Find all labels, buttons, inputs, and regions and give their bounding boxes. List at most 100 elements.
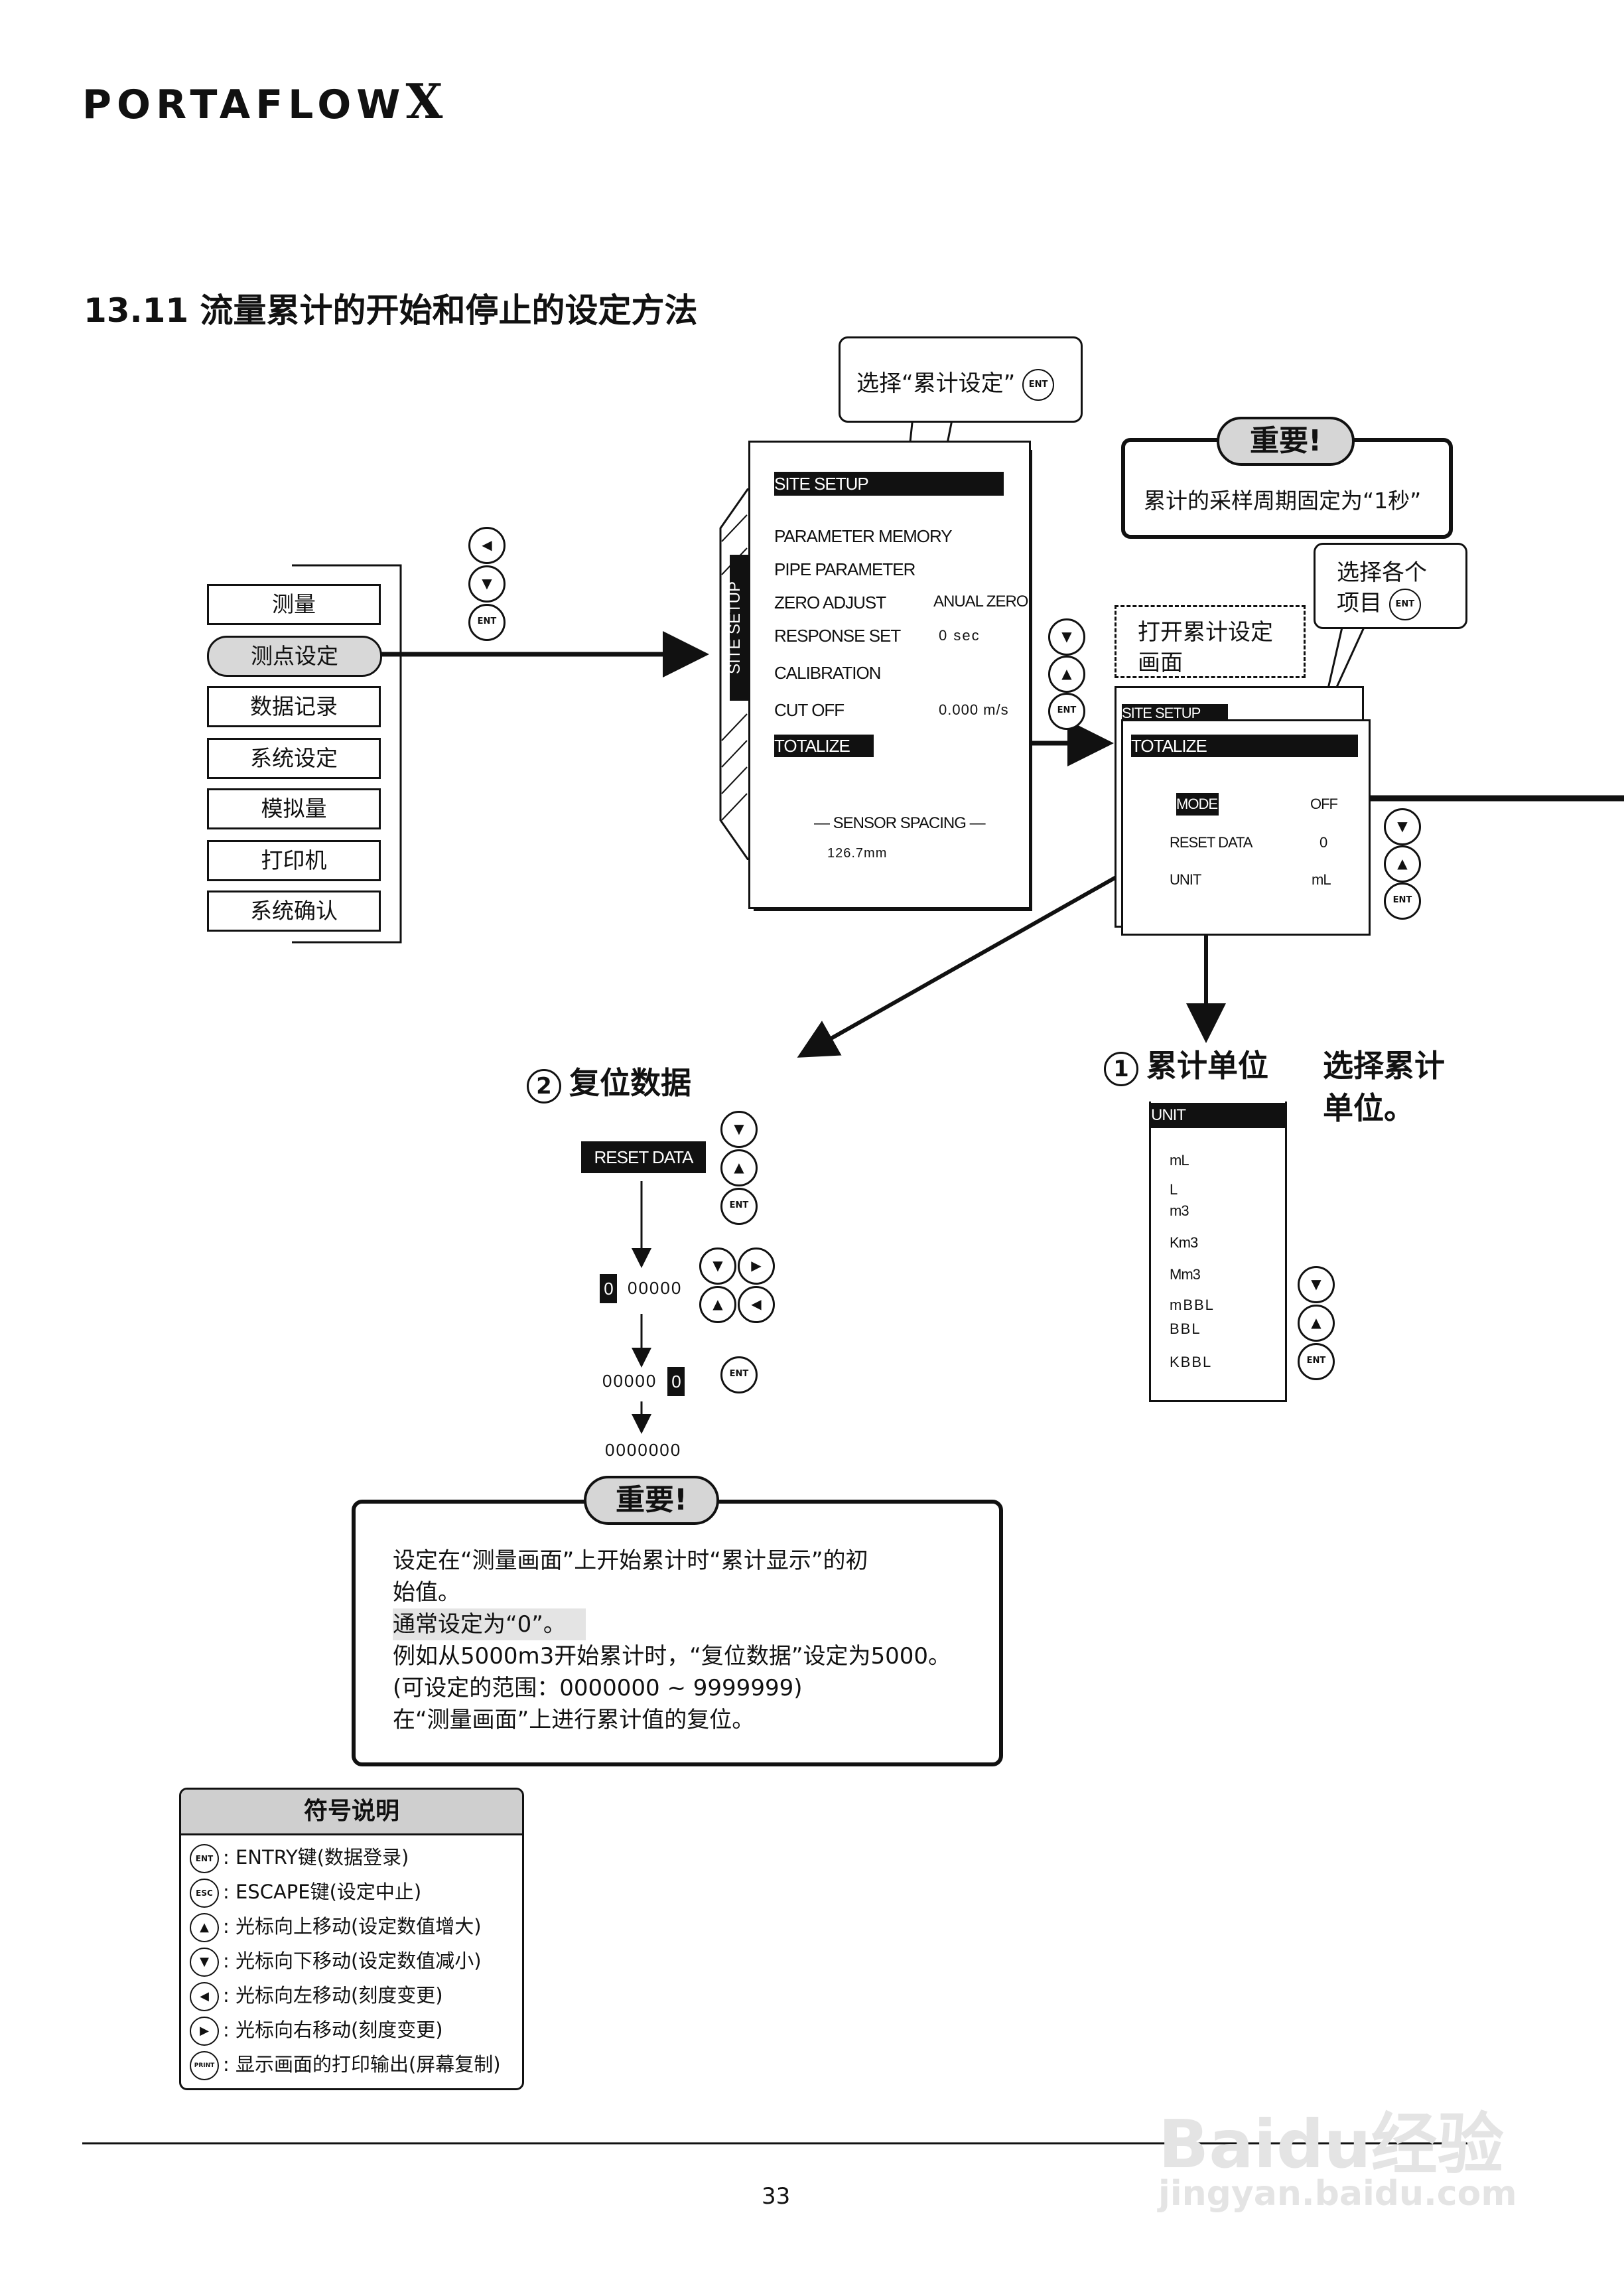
section1-desc-line2: 单位。 [1323,1090,1414,1126]
key-up-icon[interactable]: ▲ [699,1286,736,1323]
menu-item-system-check[interactable]: 系统确认 [207,891,381,932]
menu-bracket [292,564,402,944]
menu-item-measure[interactable]: 测量 [207,584,381,625]
section1-number: 1 [1104,1052,1138,1086]
legend-box: 符号说明 [179,1788,524,2090]
key-down-icon[interactable]: ▼ [720,1111,758,1148]
important-box-top: 累计的采样周期固定为“1秒” [1121,438,1453,539]
key-ent-icon[interactable]: ENT [1298,1343,1335,1380]
brand-logo: PORTAFLOWX [82,73,442,129]
totalize-panel: TOTALIZE MODE OFF RESET DATA 0 UNIT mL [1121,719,1371,936]
row-totalize[interactable]: TOTALIZE [774,735,874,757]
response-set-value: 0 sec [939,627,981,644]
key-ent-icon[interactable]: ENT [1384,883,1421,920]
row-zero-adjust[interactable]: ZERO ADJUST [774,593,886,612]
ent-key-icon: ENT [1388,588,1421,620]
callout-open-line2: 画面 [1138,650,1183,676]
row-cut-off[interactable]: CUT OFF [774,700,845,720]
mode-value: OFF [1310,796,1338,812]
esc-key-icon: ESC [190,1879,219,1908]
menu-item-data-log[interactable]: 数据记录 [207,686,381,727]
down-key-icon: ▼ [190,1948,219,1977]
unit-option-l[interactable]: L [1170,1181,1178,1198]
watermark-logo: Baidu经验 [1158,2105,1504,2183]
legend-item-up: ▲: 光标向上移动(设定数值增大) [190,1911,482,1942]
important-line-4: 例如从5000m3开始累计时，“复位数据”设定为5000。 [393,1643,951,1670]
unit-option-bbl[interactable]: BBL [1170,1320,1201,1337]
row-pipe-parameter[interactable]: PIPE PARAMETER [774,559,915,579]
key-down-icon[interactable]: ▼ [1384,808,1421,845]
unit-value: mL [1312,871,1331,888]
important-line-3: 通常设定为“0”。 [393,1608,586,1640]
cut-off-value: 0.000 m/s [939,701,1009,718]
legend-text: : 光标向左移动(刻度变更) [223,1984,443,2007]
key-left-icon[interactable]: ◀ [738,1286,775,1323]
row-calibration[interactable]: CALIBRATION [774,663,881,683]
section1-desc-line1: 选择累计 [1323,1048,1445,1084]
key-ent-icon[interactable]: ENT [1048,693,1085,730]
row-unit[interactable]: UNIT [1170,871,1201,888]
sensor-spacing-label: — SENSOR SPACING — [814,814,986,832]
unit-option-mm3[interactable]: Mm3 [1170,1266,1201,1283]
row-response-set[interactable]: RESPONSE SET [774,626,901,646]
important-line-1: 设定在“测量画面”上开始累计时“累计显示”的初 [393,1547,868,1574]
reset-data-header: RESET DATA [581,1141,706,1173]
menu-item-analog[interactable]: 模拟量 [207,788,381,829]
watermark-url: jingyan.baidu.com [1158,2174,1517,2214]
legend-text: : 光标向上移动(设定数值增大) [223,1915,482,1938]
reset-step2-digits: 00000 [602,1371,657,1391]
sensor-spacing-value: 126.7mm [827,846,888,861]
unit-option-ml[interactable]: mL [1170,1152,1189,1169]
key-up-icon[interactable]: ▲ [720,1149,758,1186]
callout-open-line1: 打开累计设定 [1138,619,1273,646]
key-up-icon[interactable]: ▲ [1384,845,1421,883]
legend-text: : ENTRY键(数据登录) [223,1846,409,1869]
key-ent-icon[interactable]: ENT [720,1188,758,1225]
section1-label: 累计单位 [1146,1048,1268,1084]
menu-item-system-setup[interactable]: 系统设定 [207,738,381,779]
row-parameter-memory[interactable]: PARAMETER MEMORY [774,526,953,546]
legend-text: : 光标向右移动(刻度变更) [223,2019,443,2041]
unit-option-m3[interactable]: m3 [1170,1202,1189,1219]
important-box-bottom: 设定在“测量画面”上开始累计时“累计显示”的初 始值。 通常设定为“0”。 例如… [352,1500,1003,1766]
important-line-6: 在“测量画面”上进行累计值的复位。 [393,1707,755,1733]
legend-text: : 光标向下移动(设定数值减小) [223,1950,482,1972]
side-tab-bg [730,555,748,701]
important-line-5: (可设定的范围：0000000 ~ 9999999) [393,1675,803,1701]
key-left-icon[interactable]: ◀ [468,527,506,564]
key-down-icon[interactable]: ▼ [699,1247,736,1285]
unit-option-km3[interactable]: Km3 [1170,1234,1198,1251]
page-number: 33 [762,2183,791,2210]
brand-x: X [405,73,443,129]
important-label-top: 重要! [1217,417,1355,466]
key-ent-icon[interactable]: ENT [720,1356,758,1393]
menu-item-printer[interactable]: 打印机 [207,840,381,881]
key-ent-icon[interactable]: ENT [468,604,506,641]
legend-item-esc: ESC: ESCAPE键(设定中止) [190,1877,421,1908]
callout-select-text: 选择“累计设定” [856,370,1016,397]
legend-text: : ESCAPE键(设定中止) [223,1881,422,1903]
key-down-icon[interactable]: ▼ [1298,1266,1335,1303]
unit-list-header: UNIT [1151,1103,1285,1128]
key-down-icon[interactable]: ▼ [1048,618,1085,656]
site-setup-panel: SITE SETUP PARAMETER MEMORY PIPE PARAMET… [748,441,1031,909]
unit-option-mbbl[interactable]: mBBL [1170,1297,1215,1313]
reset-step1-digits: 00000 [628,1278,683,1298]
unit-option-kbbl[interactable]: KBBL [1170,1354,1213,1370]
callout-items-line2: 项目 [1337,590,1382,616]
key-down-icon[interactable]: ▼ [468,565,506,603]
row-reset-data[interactable]: RESET DATA [1170,834,1252,851]
callout-select-items: 选择各个 项目 ENT [1314,543,1467,629]
section2-label: 复位数据 [569,1065,691,1101]
key-up-icon[interactable]: ▲ [1298,1305,1335,1342]
key-up-icon[interactable]: ▲ [1048,656,1085,693]
menu-item-site-setup[interactable]: 测点设定 [207,636,382,677]
site-setup-side-tab: SITE SETUP [715,488,750,861]
reset-step3-digits: 0000000 [605,1440,682,1460]
totalize-header: TOTALIZE [1131,735,1358,757]
row-mode[interactable]: MODE [1176,793,1219,816]
key-right-icon[interactable]: ▶ [738,1247,775,1285]
section2-number: 2 [527,1069,561,1104]
